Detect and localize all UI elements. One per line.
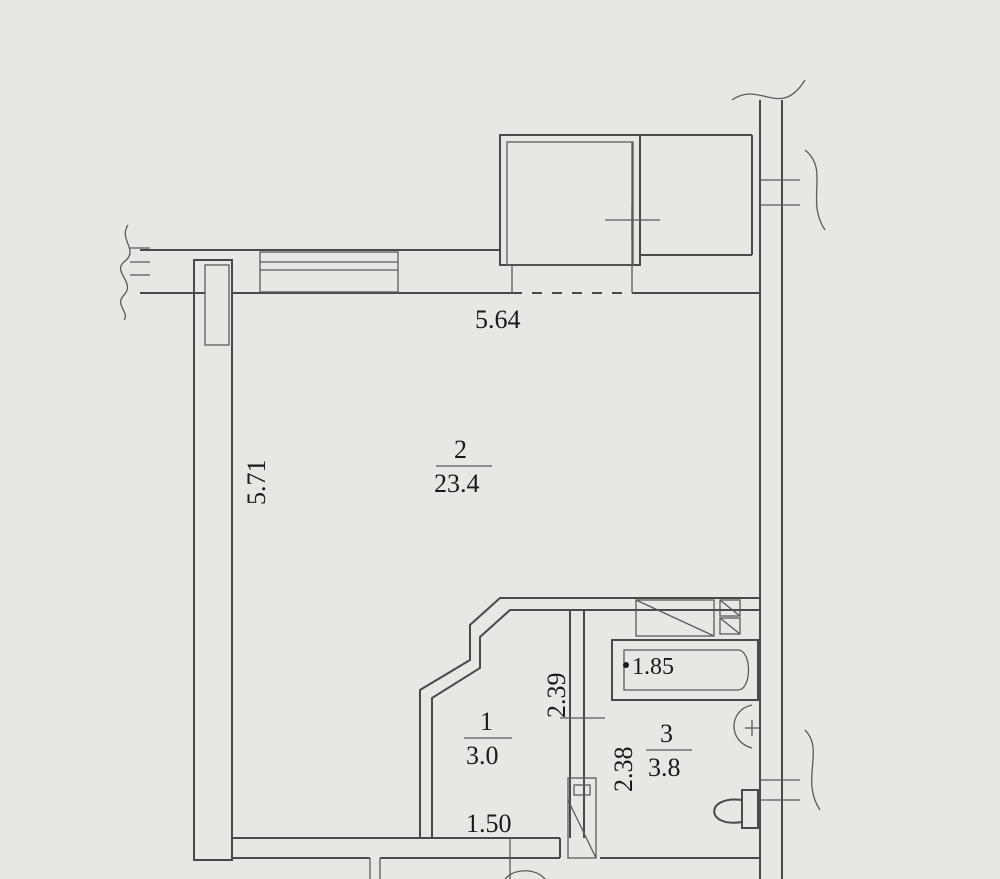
vent-shaft xyxy=(635,599,741,637)
bottom-wall xyxy=(232,837,760,879)
bathtub-length-label: 1.85 xyxy=(632,654,674,680)
room-2-area: 23.4 xyxy=(434,469,480,498)
toilet-icon xyxy=(713,789,759,829)
hall-width-label: 1.50 xyxy=(466,809,512,838)
left-wall xyxy=(193,259,233,861)
main-height-label: 5.71 xyxy=(242,460,271,506)
room-1-area: 3.0 xyxy=(466,741,499,770)
balcony xyxy=(499,134,753,293)
room-3-number: 3 xyxy=(660,719,673,748)
main-width-label: 5.64 xyxy=(475,305,521,334)
partition-walls xyxy=(419,597,760,879)
room-3-area: 3.8 xyxy=(648,753,681,782)
window-top xyxy=(259,251,399,293)
top-wall xyxy=(140,249,760,294)
room-2-number: 2 xyxy=(454,435,467,464)
room-1-number: 1 xyxy=(480,707,493,736)
wall-break-top-left xyxy=(119,224,150,321)
bathtub-icon xyxy=(611,639,759,701)
sink-icon xyxy=(733,704,760,749)
hall-height-label: 2.39 xyxy=(542,673,571,719)
room-3-label: 3 3.8 xyxy=(646,719,692,782)
wall-break-right xyxy=(731,79,826,811)
room-2-label: 2 23.4 xyxy=(434,435,492,498)
vent-bottom xyxy=(567,777,597,859)
room-1-label: 1 3.0 xyxy=(464,707,512,770)
bath-height-label: 2.38 xyxy=(609,747,638,793)
right-wall xyxy=(759,100,800,879)
